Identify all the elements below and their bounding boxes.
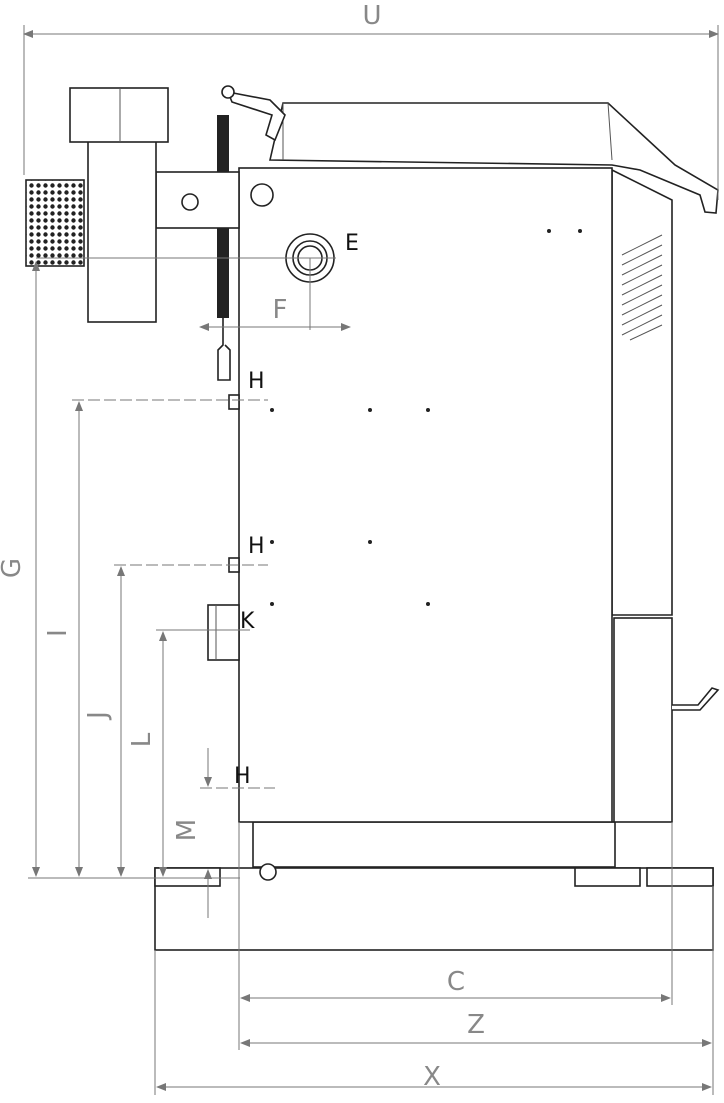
label-g: G xyxy=(0,558,27,578)
handle-bar xyxy=(217,115,231,381)
dimension-lines xyxy=(23,25,719,1095)
base-plinth xyxy=(154,867,714,951)
connections xyxy=(207,394,240,661)
label-h-lower: H xyxy=(234,764,251,789)
label-l: L xyxy=(127,732,157,747)
label-x: X xyxy=(423,1062,441,1092)
burner xyxy=(25,87,240,323)
label-m: M xyxy=(172,819,202,841)
side-panel xyxy=(611,168,720,823)
label-k: K xyxy=(240,609,255,634)
vent-grille xyxy=(621,234,663,341)
inspection-port xyxy=(250,183,274,207)
label-h-middle: H xyxy=(248,534,265,559)
burner-mesh xyxy=(25,179,85,267)
boiler-foot xyxy=(252,821,616,881)
label-u: U xyxy=(362,1,381,31)
label-c: C xyxy=(447,967,465,997)
label-i: I xyxy=(43,629,73,637)
label-z: Z xyxy=(467,1010,485,1040)
top-lid xyxy=(221,85,719,214)
label-j: J xyxy=(83,711,113,721)
body-dots xyxy=(270,229,582,606)
label-f: F xyxy=(273,295,288,325)
label-h-upper: H xyxy=(248,369,265,394)
label-e: E xyxy=(345,231,359,256)
